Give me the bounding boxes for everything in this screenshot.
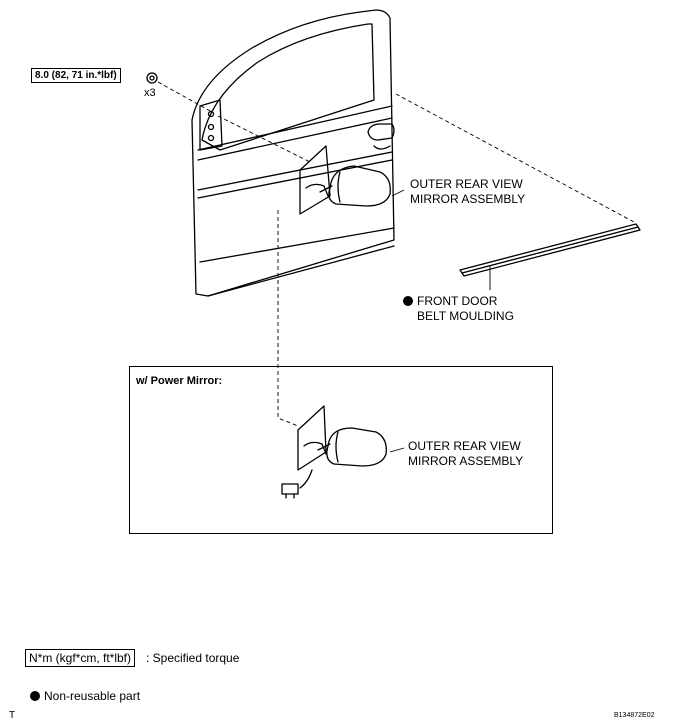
moulding-leader [395, 93, 635, 223]
front-door-belt-moulding [459, 223, 641, 277]
inset-mirror-label-2: MIRROR ASSEMBLY [408, 454, 524, 468]
mirror-assembly-label-1: OUTER REAR VIEW [410, 177, 523, 191]
mirror-assembly-label-2: MIRROR ASSEMBLY [410, 192, 526, 206]
legend-torque-desc: : Specified torque [146, 651, 240, 665]
footer-left-mark: T [9, 710, 16, 721]
torque-spec-box: 8.0 (82, 71 in.*lbf) [31, 68, 121, 83]
outer-rear-view-mirror-power [281, 405, 387, 499]
nut-leader-mirror [217, 115, 311, 163]
legend-torque-unit-box: N*m (kgf*cm, ft*lbf) [25, 649, 136, 667]
quantity-label: x3 [144, 87, 156, 99]
outer-rear-view-mirror-upper [299, 145, 391, 215]
power-mirror-inset: w/ Power Mirror: [129, 366, 553, 534]
legend-nonreusable: Non-reusable part [30, 689, 140, 704]
moulding-label-1: FRONT DOOR [403, 294, 497, 309]
inset-title: w/ Power Mirror: [136, 375, 223, 387]
figure-code: B134872E02 [614, 712, 655, 719]
front-door-illustration [191, 9, 395, 297]
nonreusable-dot-icon [403, 296, 413, 306]
nut-icon [146, 72, 158, 84]
inset-mirror-label-1: OUTER REAR VIEW [408, 439, 521, 453]
nut-leader [157, 81, 213, 113]
moulding-label-2: BELT MOULDING [417, 309, 514, 323]
nonreusable-dot-icon [30, 691, 40, 701]
